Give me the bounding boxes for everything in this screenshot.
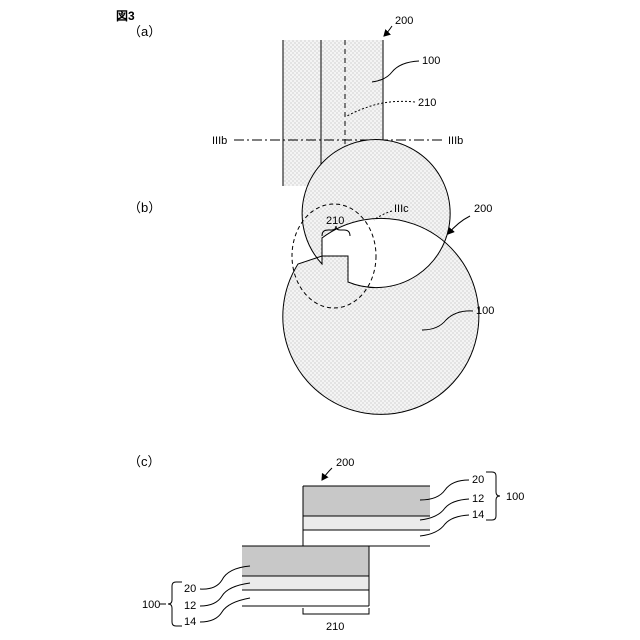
bracket-210-c: [303, 608, 369, 614]
section-label-right: IIIb: [448, 135, 463, 147]
lower-layer-20: [242, 546, 369, 576]
upper-ref-100: 100: [506, 491, 524, 503]
panel-c: （c） 200 20 12 14 100 20 12 14: [128, 454, 524, 633]
ref-iiic: IIIc: [394, 203, 409, 215]
ref-100-a: 100: [422, 55, 440, 67]
ref-200-c: 200: [336, 457, 354, 469]
upper-ref-14: 14: [472, 509, 484, 521]
ref-100-b: 100: [476, 305, 494, 317]
lower-ref-14: 14: [184, 616, 196, 628]
section-label-left: IIIb: [212, 135, 227, 147]
ref-210-a: 210: [418, 97, 436, 109]
panel-a-label: （a）: [128, 24, 161, 39]
upper-layer-12: [303, 516, 430, 530]
upper-brace: [486, 472, 500, 520]
lower-ref-14-leader: [200, 598, 250, 622]
lower-ref-100: 100: [142, 599, 160, 611]
ref-200-a-arrow: [384, 26, 392, 36]
panel-b: （b） 210 IIIc 200 100: [128, 140, 494, 415]
panel-b-label: （b）: [128, 200, 161, 215]
ref-200-a: 200: [395, 15, 413, 27]
ref-200-b: 200: [474, 203, 492, 215]
lower-ref-20: 20: [184, 583, 196, 595]
upper-ref-12: 12: [472, 493, 484, 505]
rolled-sheet-ring: [283, 140, 479, 415]
upper-layer-20: [303, 486, 430, 516]
panel-c-label: （c）: [128, 454, 161, 469]
ref-200-c-arrow: [322, 468, 332, 480]
ref-200-b-arrow: [448, 216, 470, 234]
lower-ref-12: 12: [184, 600, 196, 612]
ref-210-c: 210: [326, 621, 344, 633]
figure-title: 図3: [116, 9, 135, 23]
upper-ref-20: 20: [472, 474, 484, 486]
lower-brace: [168, 582, 182, 626]
lower-layer-12: [242, 576, 369, 590]
ref-210-b: 210: [326, 215, 344, 227]
